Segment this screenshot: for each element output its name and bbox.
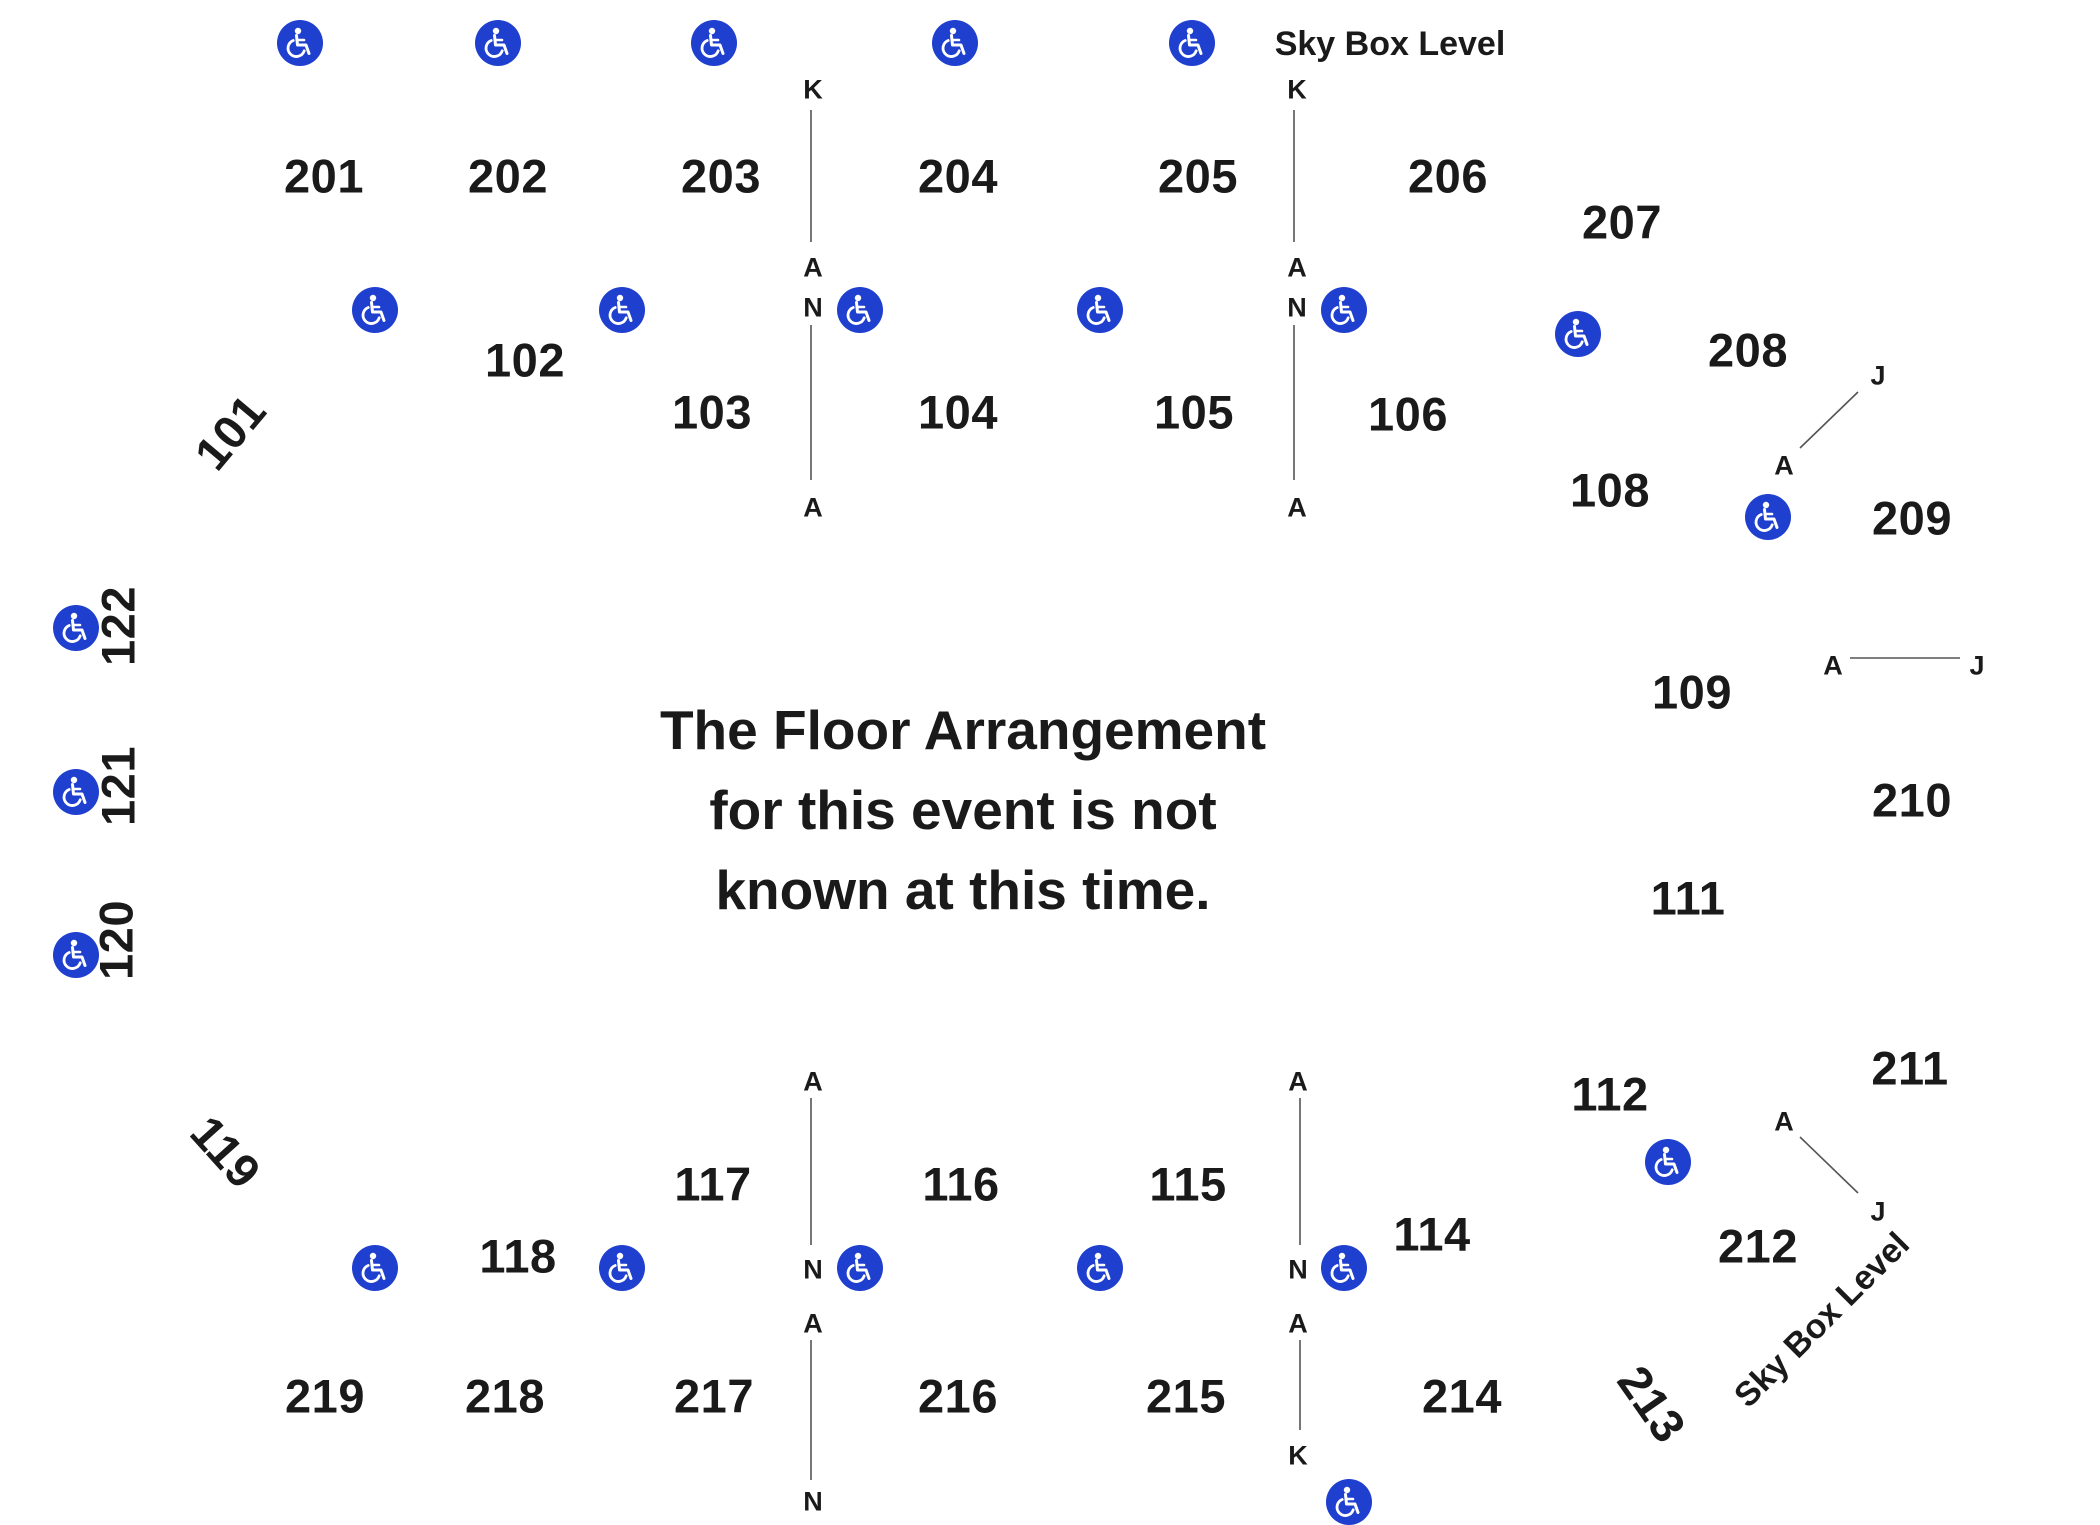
floor-arrangement-message: The Floor Arrangement for this event is … xyxy=(583,690,1343,930)
section-214[interactable]: 214 xyxy=(1422,1369,1502,1423)
section-120[interactable]: 120 xyxy=(89,900,143,980)
wheelchair-accessible-icon[interactable] xyxy=(53,932,99,978)
section-117[interactable]: 117 xyxy=(674,1157,752,1211)
section-203[interactable]: 203 xyxy=(681,149,761,203)
row-label: K xyxy=(1288,1440,1308,1471)
wheelchair-accessible-icon[interactable] xyxy=(599,1245,645,1291)
section-118[interactable]: 118 xyxy=(479,1229,557,1283)
row-label: N xyxy=(1287,292,1307,323)
section-205[interactable]: 205 xyxy=(1158,149,1238,203)
section-115[interactable]: 115 xyxy=(1149,1157,1227,1211)
section-210[interactable]: 210 xyxy=(1872,773,1952,827)
wheelchair-accessible-icon[interactable] xyxy=(599,287,645,333)
section-204[interactable]: 204 xyxy=(918,149,998,203)
wheelchair-accessible-icon[interactable] xyxy=(352,1245,398,1291)
message-line: for this event is not xyxy=(709,779,1217,841)
wheelchair-accessible-icon[interactable] xyxy=(53,769,99,815)
section-111[interactable]: 111 xyxy=(1650,871,1726,925)
wheelchair-accessible-icon[interactable] xyxy=(837,1245,883,1291)
section-121[interactable]: 121 xyxy=(91,746,145,826)
row-label: A xyxy=(1288,1066,1308,1097)
row-label: A xyxy=(1823,650,1843,681)
wheelchair-accessible-icon[interactable] xyxy=(1077,1245,1123,1291)
section-212[interactable]: 212 xyxy=(1718,1219,1798,1273)
row-label: A xyxy=(1288,1308,1308,1339)
wheelchair-accessible-icon[interactable] xyxy=(1321,287,1367,333)
wheelchair-accessible-icon[interactable] xyxy=(1555,311,1601,357)
message-line: known at this time. xyxy=(715,859,1211,921)
wheelchair-accessible-icon[interactable] xyxy=(932,20,978,66)
wheelchair-accessible-icon[interactable] xyxy=(691,20,737,66)
wheelchair-accessible-icon[interactable] xyxy=(277,20,323,66)
section-207[interactable]: 207 xyxy=(1582,195,1662,249)
section-215[interactable]: 215 xyxy=(1146,1369,1226,1423)
wheelchair-accessible-icon[interactable] xyxy=(1326,1479,1372,1525)
section-108[interactable]: 108 xyxy=(1570,463,1650,517)
wheelchair-accessible-icon[interactable] xyxy=(53,605,99,651)
row-label: N xyxy=(803,292,823,323)
row-line xyxy=(1799,1136,1859,1194)
section-112[interactable]: 112 xyxy=(1571,1067,1649,1121)
section-109[interactable]: 109 xyxy=(1652,665,1732,719)
row-label: A xyxy=(803,1308,823,1339)
message-line: The Floor Arrangement xyxy=(659,699,1267,761)
section-104[interactable]: 104 xyxy=(918,385,998,439)
section-122[interactable]: 122 xyxy=(91,586,145,666)
wheelchair-accessible-icon[interactable] xyxy=(1645,1139,1691,1185)
row-label: J xyxy=(1870,1196,1886,1227)
row-label: J xyxy=(1969,650,1985,681)
wheelchair-accessible-icon[interactable] xyxy=(475,20,521,66)
row-label: N xyxy=(803,1254,823,1285)
sky-box-level-label: Sky Box Level xyxy=(1274,25,1506,63)
wheelchair-accessible-icon[interactable] xyxy=(1077,287,1123,333)
row-line xyxy=(1799,391,1859,449)
section-218[interactable]: 218 xyxy=(465,1369,545,1423)
row-label: A xyxy=(803,492,823,523)
row-label: N xyxy=(803,1486,823,1517)
section-208[interactable]: 208 xyxy=(1708,323,1788,377)
section-105[interactable]: 105 xyxy=(1154,385,1234,439)
section-103[interactable]: 103 xyxy=(672,385,752,439)
row-label: A xyxy=(803,1066,823,1097)
row-label: N xyxy=(1288,1254,1308,1285)
row-label: A xyxy=(1287,492,1307,523)
section-217[interactable]: 217 xyxy=(674,1369,754,1423)
row-label: A xyxy=(803,252,823,283)
wheelchair-accessible-icon[interactable] xyxy=(352,287,398,333)
section-202[interactable]: 202 xyxy=(468,149,548,203)
section-206[interactable]: 206 xyxy=(1408,149,1488,203)
row-label: A xyxy=(1287,252,1307,283)
section-211[interactable]: 211 xyxy=(1871,1041,1949,1095)
row-label: A xyxy=(1774,450,1794,481)
wheelchair-accessible-icon[interactable] xyxy=(1169,20,1215,66)
section-216[interactable]: 216 xyxy=(918,1369,998,1423)
row-label: K xyxy=(1287,74,1307,105)
section-219[interactable]: 219 xyxy=(285,1369,365,1423)
wheelchair-accessible-icon[interactable] xyxy=(1321,1245,1367,1291)
section-116[interactable]: 116 xyxy=(922,1157,1000,1211)
row-label: J xyxy=(1870,360,1886,391)
row-label: A xyxy=(1774,1106,1794,1137)
section-201[interactable]: 201 xyxy=(284,149,364,203)
section-106[interactable]: 106 xyxy=(1368,387,1448,441)
section-209[interactable]: 209 xyxy=(1872,491,1952,545)
section-114[interactable]: 114 xyxy=(1393,1207,1471,1261)
wheelchair-accessible-icon[interactable] xyxy=(837,287,883,333)
section-102[interactable]: 102 xyxy=(485,333,565,387)
row-label: K xyxy=(803,74,823,105)
wheelchair-accessible-icon[interactable] xyxy=(1745,494,1791,540)
